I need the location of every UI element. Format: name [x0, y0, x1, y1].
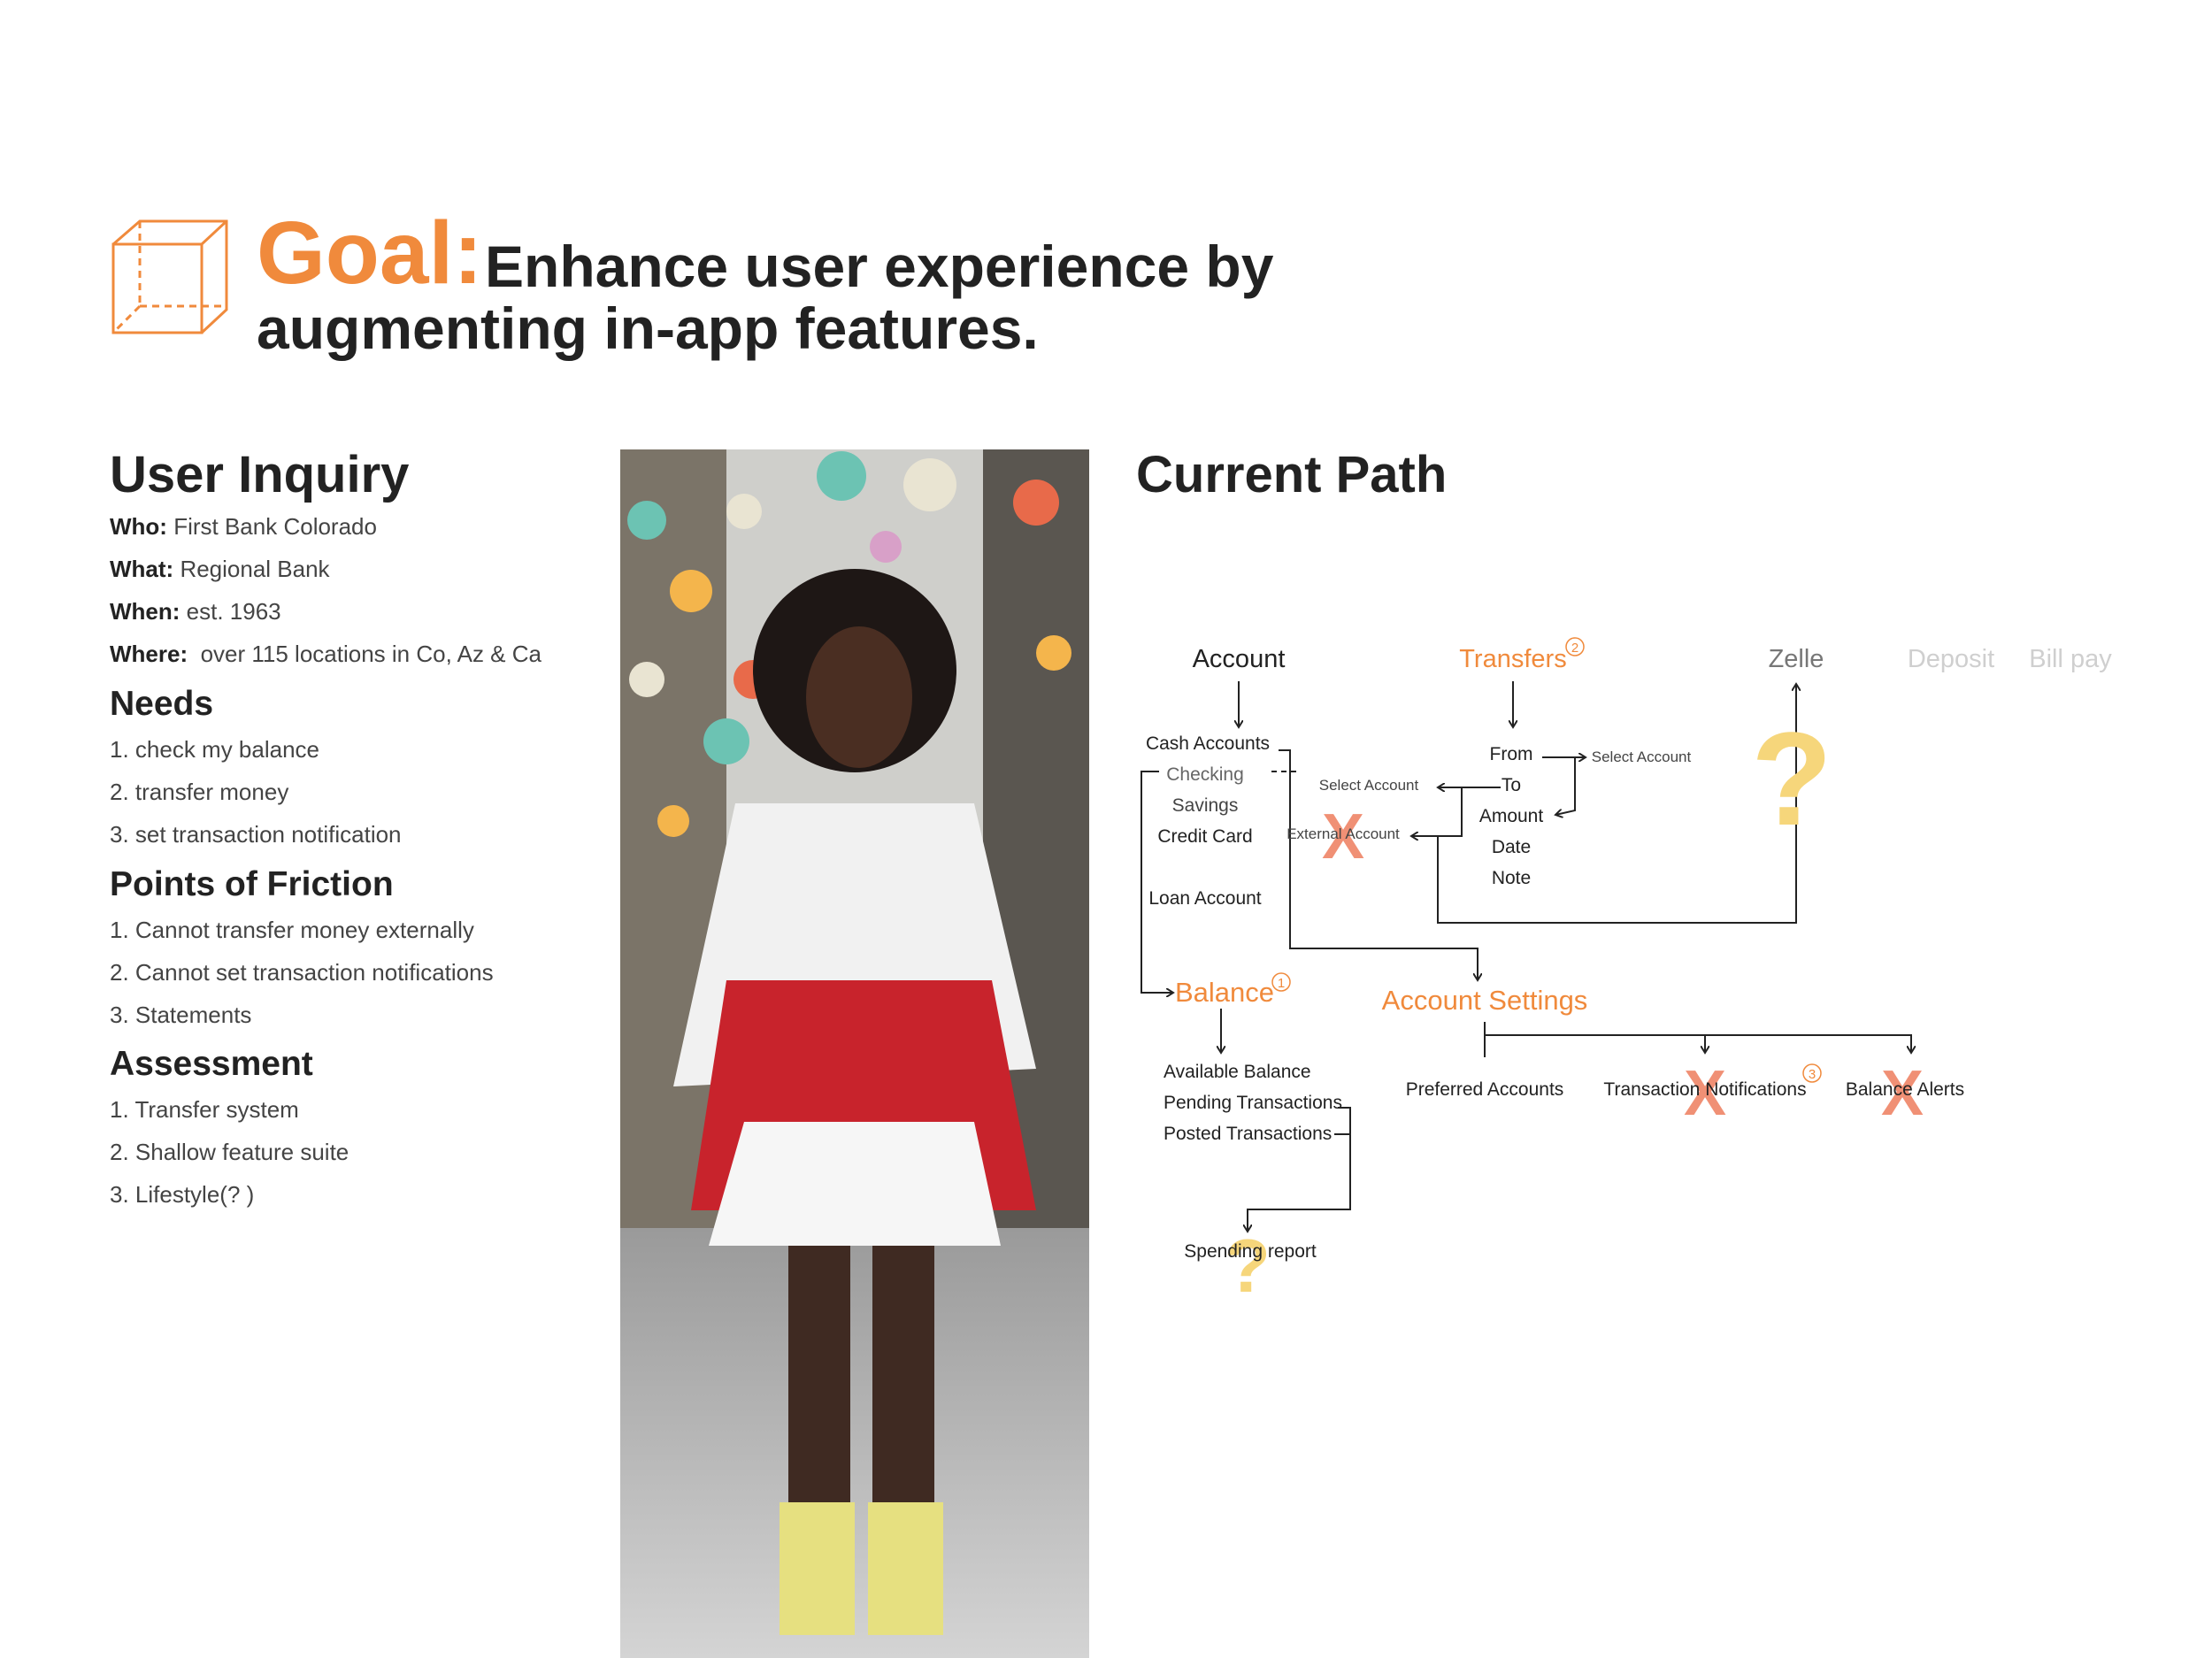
settings-item: Preferred Accounts [1406, 1079, 1564, 1100]
persona-photo [620, 449, 1089, 1658]
assessment-item: 1. Transfer system [110, 1096, 299, 1123]
node-bill-pay: Bill pay [2029, 645, 2112, 673]
needs-item: 2. transfer money [110, 779, 289, 805]
node-account: Account [1193, 645, 1286, 673]
account-item: Checking [1166, 764, 1244, 785]
question-mark-icon: ? [1751, 704, 1832, 853]
goal-statement-line2: augmenting in-app features. [257, 296, 1039, 361]
account-item: Credit Card [1157, 826, 1252, 847]
select-account-label: Select Account [1592, 748, 1692, 765]
inquiry-what: What: Regional Bank [110, 556, 330, 582]
friction-item: 1. Cannot transfer money externally [110, 917, 474, 943]
question-mark-icon: ? [1225, 1224, 1271, 1309]
node-zelle: Zelle [1769, 645, 1824, 673]
assessment-item: 3. Lifestyle(? ) [110, 1181, 255, 1208]
needs-title: Needs [110, 685, 214, 723]
user-inquiry-title: User Inquiry [110, 446, 410, 503]
node-account-settings: Account Settings [1382, 985, 1588, 1016]
inquiry-when: When: est. 1963 [110, 598, 281, 625]
node-transfers: Transfers [1459, 645, 1566, 673]
external-account-label: External Account [1286, 825, 1400, 842]
node-deposit: Deposit [1908, 645, 1994, 673]
friction-item: 2. Cannot set transaction notifications [110, 959, 494, 986]
inquiry-where: Where: over 115 locations in Co, Az & Ca [110, 641, 541, 667]
current-path-diagram: X X X ? ? Account Transfers 2 Zelle Depo… [1141, 637, 2112, 1309]
needs-item: 1. check my balance [110, 736, 320, 763]
balance-item: Available Balance [1164, 1062, 1311, 1082]
badge-three: 3 [1809, 1067, 1816, 1082]
goal-label: Goal: [257, 203, 483, 303]
assessment-item: 2. Shallow feature suite [110, 1139, 349, 1165]
settings-item: Balance Alerts [1846, 1079, 1964, 1100]
cube-icon [111, 219, 228, 334]
balance-item: Pending Transactions [1164, 1093, 1342, 1113]
friction-item: 3. Statements [110, 1002, 252, 1028]
select-account-label: Select Account [1319, 777, 1419, 794]
needs-item: 3. set transaction notification [110, 821, 402, 848]
x-mark-icon: X [1881, 1058, 1924, 1129]
badge-two: 2 [1571, 641, 1578, 656]
settings-item: Transaction Notifications [1603, 1079, 1806, 1100]
transfer-item: Amount [1479, 806, 1544, 826]
balance-item: Posted Transactions [1164, 1124, 1332, 1144]
inquiry-who: Who: First Bank Colorado [110, 513, 377, 540]
spending-report-label: Spending report [1184, 1241, 1317, 1262]
badge-one: 1 [1278, 976, 1285, 991]
transfer-item: To [1502, 775, 1521, 795]
current-path-title: Current Path [1136, 446, 1448, 503]
x-mark-icon: X [1322, 802, 1364, 872]
account-item: Loan Account [1148, 888, 1261, 909]
node-balance: Balance [1175, 977, 1274, 1008]
transfer-item: Date [1492, 837, 1531, 857]
goal-statement-line1: Enhance user experience by [485, 234, 1274, 299]
assessment-title: Assessment [110, 1045, 313, 1083]
x-mark-icon: X [1684, 1058, 1726, 1129]
account-item: Savings [1172, 795, 1239, 816]
transfer-item: Note [1492, 868, 1531, 888]
account-item: Cash Accounts [1146, 733, 1270, 754]
transfer-item: From [1490, 744, 1533, 764]
friction-title: Points of Friction [110, 865, 394, 903]
